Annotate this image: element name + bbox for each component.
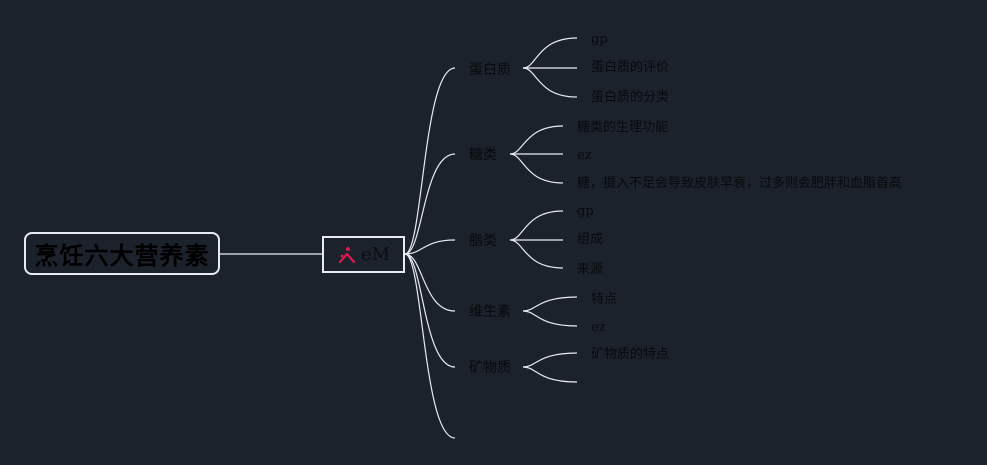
leaf-vitamins-1[interactable]: 特点: [591, 292, 618, 307]
hub-branch-connector-5: [404, 253, 456, 368]
leaf-connector-2-3: [509, 153, 564, 184]
branch-protein[interactable]: 蛋白质: [469, 62, 511, 78]
hub-branch-connector-2: [404, 153, 456, 255]
leaf-connector-2-1: [509, 125, 564, 155]
hub-topic[interactable]: eM: [322, 236, 405, 273]
hub-branch-connector-6: [404, 253, 456, 439]
leaf-protein-1[interactable]: gp: [591, 32, 608, 47]
leaf-connector-5-1: [522, 352, 578, 368]
leaf-protein-2[interactable]: 蛋白质的评价: [591, 60, 670, 75]
leaf-sugars-1[interactable]: 糖类的生理功能: [577, 120, 669, 135]
branch-vitamins[interactable]: 维生素: [469, 304, 511, 320]
mindmap-logo-icon: [337, 245, 357, 265]
branch-sugars[interactable]: 糖类: [469, 147, 497, 163]
leaf-vitamins-2[interactable]: ez: [591, 320, 606, 335]
leaf-minerals-1[interactable]: 矿物质的特点: [591, 347, 670, 362]
hub-branch-connector-1: [404, 67, 456, 255]
leaf-sugars-2[interactable]: ez: [577, 148, 592, 163]
leaf-connector-1-1: [522, 37, 578, 69]
leaf-lipids-2[interactable]: 组成: [577, 232, 604, 247]
leaf-connector-1-3: [522, 67, 578, 98]
hub-topic-label: eM: [360, 244, 391, 265]
leaf-lipids-3[interactable]: 来源: [577, 262, 604, 277]
root-topic[interactable]: 烹饪六大营养素: [24, 232, 220, 275]
leaf-sugars-3[interactable]: 糖，摄入不足会导致皮肤早衰，过多则会肥胖和血脂首高: [577, 176, 903, 191]
root-topic-label: 烹饪六大营养素: [34, 242, 210, 270]
branch-lipids[interactable]: 脂类: [469, 233, 497, 249]
leaf-connector-4-1: [522, 296, 578, 312]
hub-branch-connector-4: [404, 253, 456, 312]
leaf-protein-3[interactable]: 蛋白质的分类: [591, 90, 670, 105]
leaf-connector-4-2: [522, 310, 578, 327]
branch-minerals[interactable]: 矿物质: [469, 360, 511, 376]
leaf-connector-3-3: [509, 239, 564, 269]
leaf-connector-5-2: [522, 366, 578, 383]
hub-branch-connector-3: [404, 239, 456, 255]
leaf-connector-3-1: [509, 210, 564, 241]
leaf-lipids-1[interactable]: gp: [577, 204, 594, 219]
